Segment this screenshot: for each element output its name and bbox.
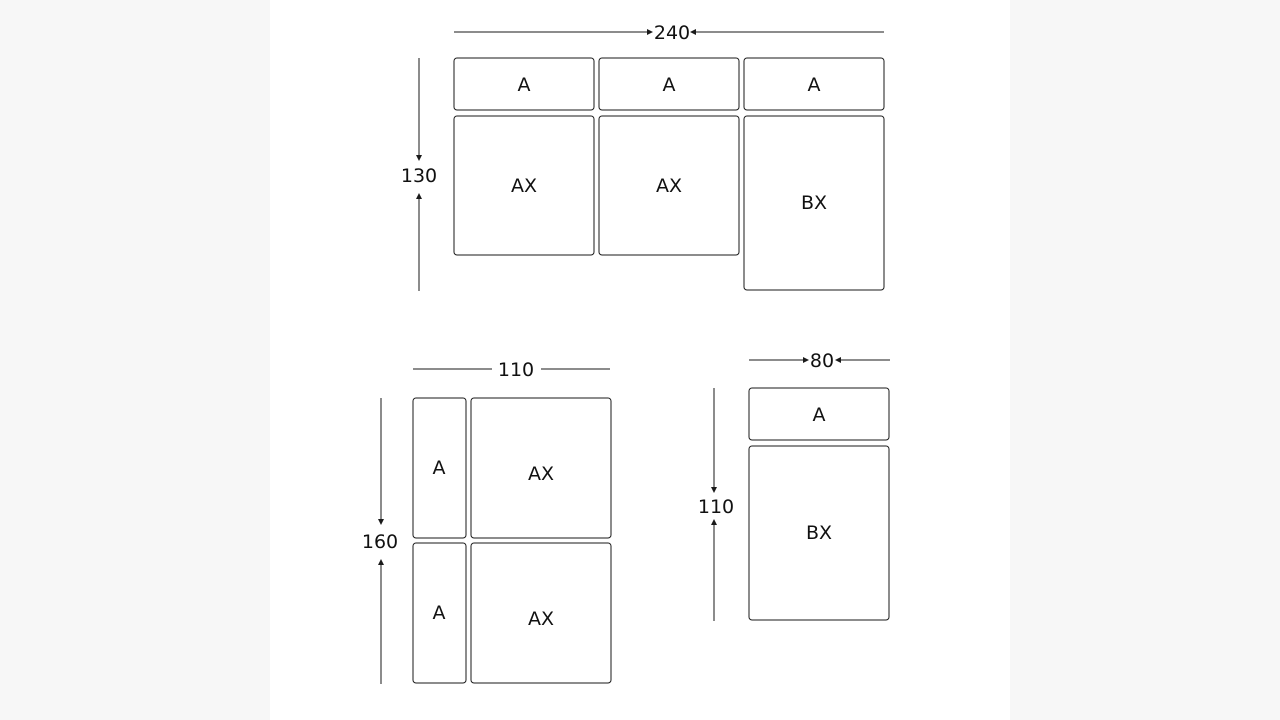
top-configuration: 240 130 A A A AX AX BX bbox=[401, 22, 885, 291]
block-label: A bbox=[433, 602, 446, 624]
bottom-right-height-label: 110 bbox=[698, 496, 734, 518]
block-label: AX bbox=[511, 175, 537, 197]
top-height-dimension: 130 bbox=[401, 58, 437, 291]
block-label: AX bbox=[528, 608, 554, 630]
bottom-right-height-dimension: 110 bbox=[698, 388, 734, 621]
block-bx bbox=[743, 115, 885, 291]
block-bx bbox=[748, 445, 890, 621]
block-a bbox=[412, 542, 467, 684]
block-label: AX bbox=[656, 175, 682, 197]
block-label: AX bbox=[528, 463, 554, 485]
block-label: A bbox=[663, 74, 676, 96]
block-ax bbox=[470, 542, 612, 684]
block-label: BX bbox=[806, 522, 832, 544]
block-a bbox=[453, 57, 595, 111]
block-label: A bbox=[518, 74, 531, 96]
bottom-left-height-dimension: 160 bbox=[362, 398, 398, 684]
block-ax bbox=[598, 115, 740, 256]
block-ax bbox=[453, 115, 595, 256]
block-label: A bbox=[433, 457, 446, 479]
bottom-right-width-dimension: 80 bbox=[749, 350, 890, 372]
top-width-dimension: 240 bbox=[454, 22, 884, 44]
block-label: BX bbox=[801, 192, 827, 214]
top-height-label: 130 bbox=[401, 165, 437, 187]
bottom-right-configuration: 80 110 A BX bbox=[698, 350, 890, 621]
block-label: A bbox=[813, 404, 826, 426]
bottom-left-configuration: 110 160 A AX A AX bbox=[362, 359, 612, 684]
bottom-left-height-label: 160 bbox=[362, 531, 398, 553]
block-a bbox=[743, 57, 885, 111]
block-a bbox=[598, 57, 740, 111]
bottom-right-width-label: 80 bbox=[810, 350, 834, 372]
top-width-label: 240 bbox=[654, 22, 690, 44]
bottom-left-width-dimension: 110 bbox=[413, 359, 610, 381]
block-label: A bbox=[808, 74, 821, 96]
block-a bbox=[748, 387, 890, 441]
block-a bbox=[412, 397, 467, 539]
block-ax bbox=[470, 397, 612, 539]
bottom-left-width-label: 110 bbox=[498, 359, 534, 381]
